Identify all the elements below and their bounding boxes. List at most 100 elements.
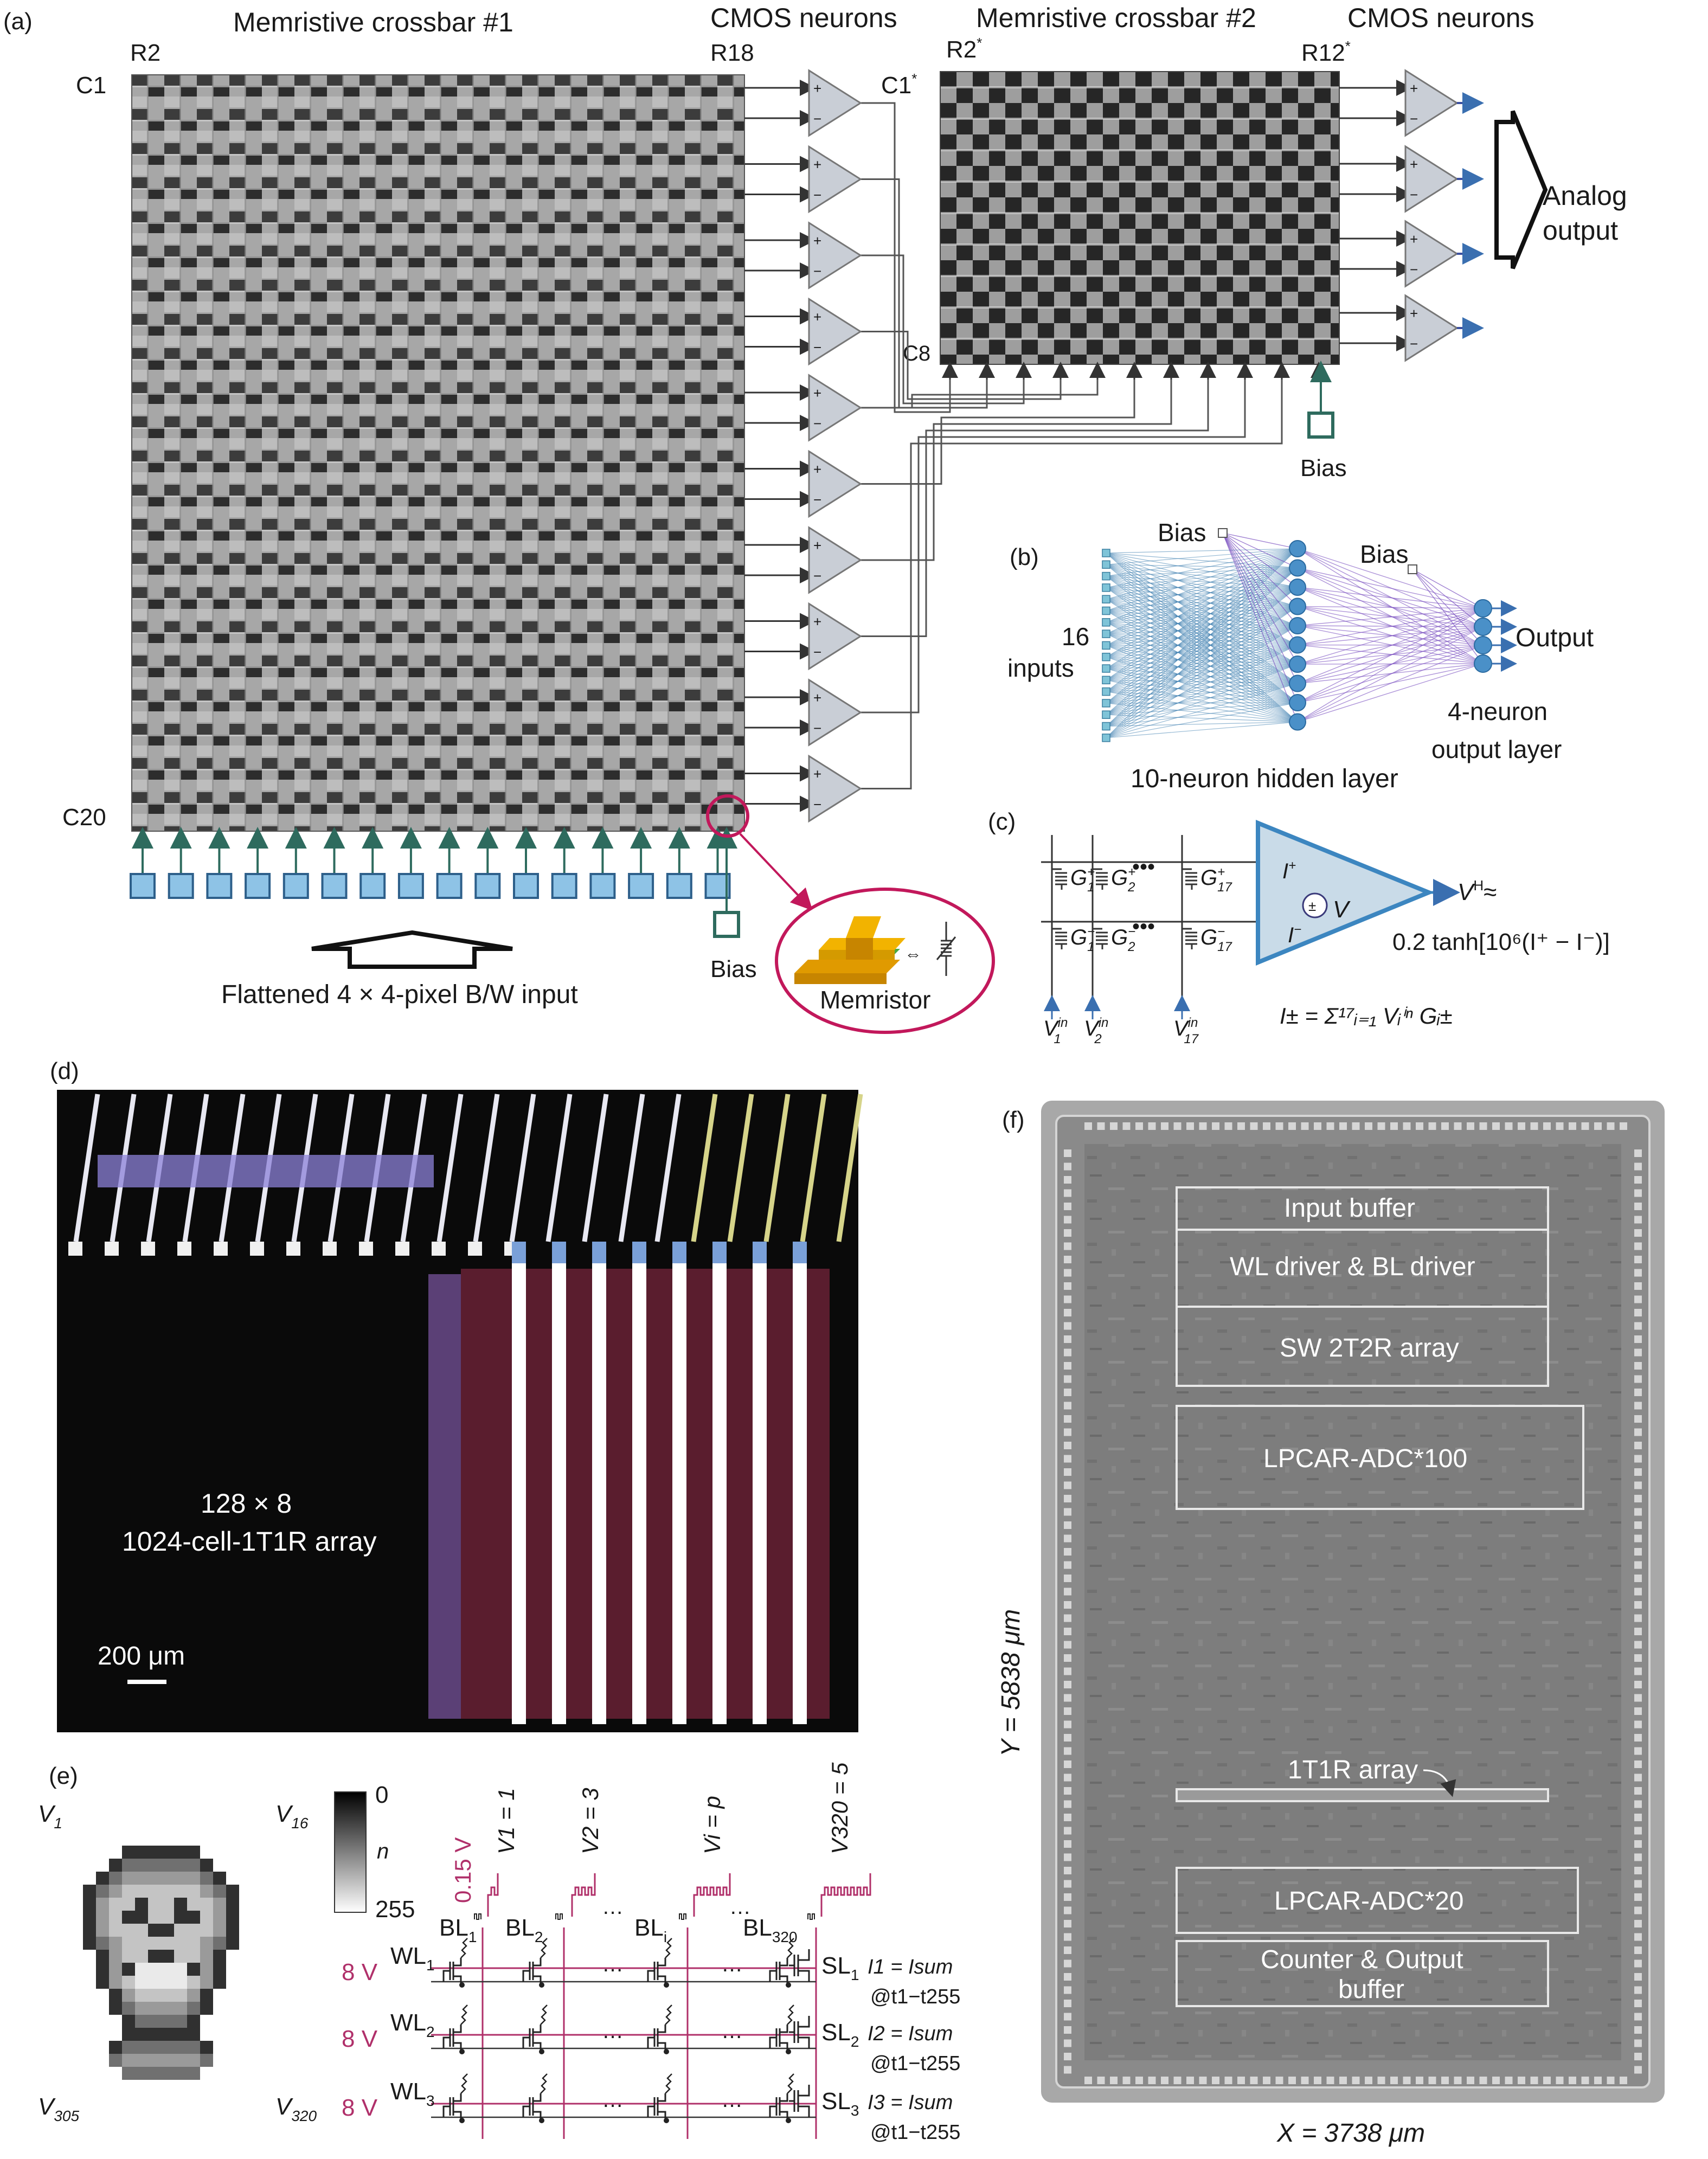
scale-bar-label: 200 μm <box>98 1642 185 1670</box>
output-layer-line1: 4-neuron <box>1448 697 1548 725</box>
route-8 <box>861 380 1209 637</box>
cell-memristor-2-1 <box>460 2004 468 2025</box>
bond-pad-5 <box>214 1242 228 1256</box>
opamp-minus-2: − <box>813 187 821 203</box>
opamp-minus-5: − <box>813 415 821 432</box>
conductance-resistors: G+1G−1G+2G−2G+17G−17 <box>1051 865 1232 954</box>
cell-transistor-2-3 <box>647 2025 666 2052</box>
col-label-c1: C1 <box>76 72 106 99</box>
bond-lead-1 <box>73 1094 100 1242</box>
pulse-label-3: Vi = p <box>699 1796 725 1854</box>
bond-lead-20 <box>763 1094 791 1242</box>
output-transistor-1 <box>789 1949 810 1982</box>
bitline-column-8 <box>793 1242 807 1724</box>
face-pixel-image <box>57 1833 265 2093</box>
input-node-17 <box>1102 734 1110 742</box>
bias-label-2: Bias <box>1300 455 1347 481</box>
resistor-3-2 <box>1181 928 1197 949</box>
resistor-2-2 <box>1091 928 1108 949</box>
row-ellipsis-b-1: … <box>721 1952 743 1976</box>
v320-label: V320 <box>275 2093 317 2124</box>
conductance-label-2-2: G−2 <box>1111 924 1135 954</box>
panel-f-tag: (f) <box>1002 1107 1025 1133</box>
hidden-bias-node <box>1218 528 1228 538</box>
bl-switch-2 <box>555 1913 563 1920</box>
input-pixel-boxes <box>130 827 731 899</box>
bond-pad-6 <box>250 1242 264 1256</box>
pulse-ellipsis-a: … <box>602 1895 624 1919</box>
crossbar-1-output-wires <box>744 80 1283 812</box>
output-node-4 <box>1474 654 1492 673</box>
output-opamp-4 <box>1404 294 1459 362</box>
time-label-2: @t1−t255 <box>870 2052 960 2075</box>
input-pixel-box-5 <box>282 873 309 899</box>
conductance-label-1-1: G+1 <box>1070 865 1095 895</box>
cmos-neurons-2-title: CMOS neurons <box>1347 3 1534 33</box>
opamp-plus-1: + <box>813 80 821 97</box>
cell-node-2-3 <box>664 2049 669 2054</box>
chip-block-3 <box>1176 1306 1549 1387</box>
svg-text:±: ± <box>1308 898 1316 914</box>
route-4 <box>861 331 1062 400</box>
chip-block-4 <box>1176 1405 1584 1510</box>
x-dimension-label: X = 3738 μm <box>1276 2119 1425 2148</box>
array-pointer <box>1423 1769 1456 1797</box>
pulse-label-4: V320 = 5 <box>827 1762 852 1854</box>
chip-block-label-4: LPCAR-ADC*100 <box>1263 1444 1467 1473</box>
hidden-node-2 <box>1289 559 1306 577</box>
opamp-plus-2: + <box>813 157 821 173</box>
sl-label-1: SL1 <box>821 1952 859 1983</box>
out-opamp-plus-3: + <box>1410 231 1418 247</box>
output-transistor-3 <box>789 2085 810 2117</box>
bond-pad-11 <box>432 1242 446 1256</box>
cell-transistor-3-4 <box>769 2093 788 2121</box>
cell-transistor-1-2 <box>522 1958 542 1985</box>
cell-node-1-1 <box>459 1982 465 1988</box>
opamp-plus-10: + <box>813 766 821 782</box>
bond-lead-16 <box>618 1094 645 1242</box>
opamp-plus-4: + <box>813 309 821 325</box>
bond-lead-12 <box>473 1094 500 1242</box>
bond-lead-11 <box>436 1094 464 1242</box>
panel-b-tag: (b) <box>1010 544 1039 570</box>
panel-b: (b) Bias Bias 16 inputs Output 4-neuron … <box>1007 518 1594 793</box>
output-opamp-1 <box>1404 69 1459 137</box>
memristor-icon <box>794 916 906 984</box>
crossbar-2-input-arrows <box>942 362 1327 380</box>
cell-transistor-1-4 <box>769 1958 788 1985</box>
input-node-8 <box>1102 629 1110 638</box>
hidden-node-10 <box>1289 713 1306 731</box>
input-node-16 <box>1102 722 1110 731</box>
row-ellipsis-a-3: … <box>602 2088 624 2112</box>
time-label-1: @t1−t255 <box>870 1985 960 2008</box>
input-node-9 <box>1102 641 1110 650</box>
bitline-column-7 <box>753 1242 767 1724</box>
cell-transistor-3-1 <box>442 2093 462 2121</box>
cell-memristor-2-4 <box>787 2004 794 2025</box>
bond-pad-1 <box>68 1242 82 1256</box>
input-pixel-box-6 <box>321 873 348 899</box>
col-label-c20: C20 <box>62 804 106 831</box>
bond-pad-10 <box>395 1242 409 1256</box>
inputs-label: inputs <box>1007 654 1074 682</box>
output-opamp-2 <box>1404 145 1459 213</box>
current-label-2: I2 = Isum <box>868 2022 953 2045</box>
opamp-plus-7: + <box>813 537 821 554</box>
output-node-3 <box>1474 636 1492 654</box>
row-ellipsis-a-2: … <box>602 2019 624 2043</box>
v16-label: V16 <box>275 1801 309 1832</box>
scale-bar <box>127 1680 166 1684</box>
memristor-label: Memristor <box>820 986 930 1014</box>
pulse-train-3 <box>693 1873 731 1917</box>
input-pixel-box-15 <box>666 873 692 899</box>
vh-label: VH≈ <box>1457 877 1497 905</box>
circuit-lines <box>1041 835 1258 1017</box>
neuron-opamp-1 <box>808 69 862 137</box>
chip-block-label-1: Input buffer <box>1284 1194 1415 1223</box>
cell-memristor-3-1 <box>460 2073 468 2094</box>
bond-pad-12 <box>468 1242 482 1256</box>
neuron-opamp-5 <box>808 374 862 442</box>
input-pixel-box-10 <box>474 873 501 899</box>
opamp-plus-6: + <box>813 461 821 478</box>
